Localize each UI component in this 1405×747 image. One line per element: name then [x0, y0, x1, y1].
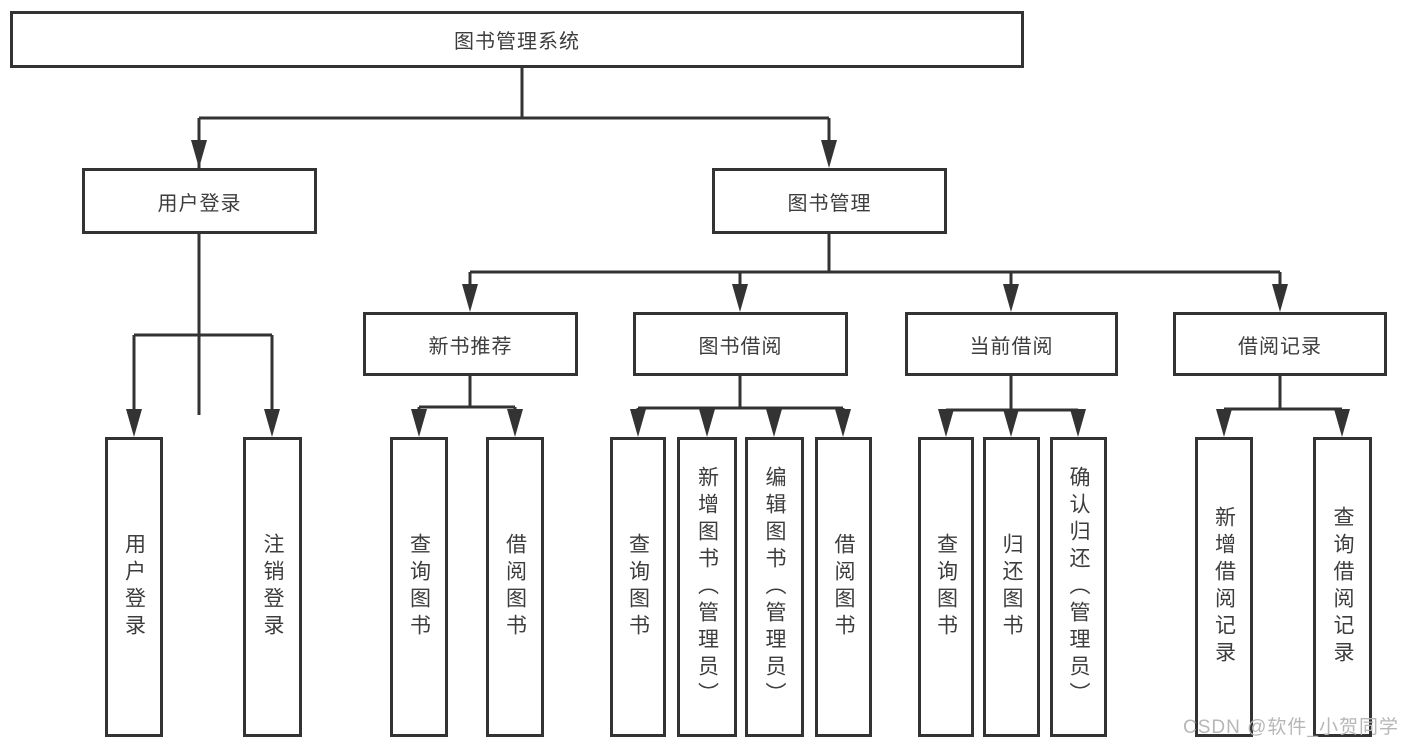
- node-book-management: 图书管理: [712, 168, 947, 234]
- leaf-query-borrow-record: 查询借阅记录: [1313, 437, 1372, 737]
- leaf-return-book: 归还图书: [983, 437, 1040, 737]
- node-book-borrow: 图书借阅: [633, 312, 848, 376]
- node-borrow-records: 借阅记录: [1173, 312, 1387, 376]
- leaf-user-login: 用户登录: [105, 437, 163, 737]
- connector-new-book-branch: [417, 376, 517, 415]
- leaf-add-book-admin: 新增图书（管理员）: [677, 437, 737, 737]
- leaf-query-books-recommend: 查询图书: [390, 437, 448, 737]
- leaf-borrow-books-recommend: 借阅图书: [486, 437, 544, 737]
- leaf-borrow-books: 借阅图书: [815, 437, 872, 737]
- node-new-book-recommend: 新书推荐: [363, 312, 578, 376]
- connector-book-mgmt-branch: [468, 234, 1282, 288]
- node-user-login: 用户登录: [82, 168, 317, 234]
- csdn-watermark: CSDN @软件_小贺同学: [1183, 717, 1399, 738]
- connector-root-to-level2: [197, 68, 831, 415]
- arrowheads: [126, 140, 1350, 437]
- leaf-query-books-current: 查询图书: [918, 437, 974, 737]
- connector-user-login-branch: [132, 234, 274, 413]
- leaf-logout: 注销登录: [243, 437, 302, 737]
- connector-book-borrow-branch: [636, 376, 845, 415]
- node-current-borrow: 当前借阅: [905, 312, 1118, 376]
- leaf-edit-book-admin: 编辑图书（管理员）: [745, 437, 804, 737]
- leaf-confirm-return-admin: 确认归还（管理员）: [1050, 437, 1107, 737]
- leaf-query-books-borrow: 查询图书: [610, 437, 666, 737]
- connector-records-branch: [1222, 376, 1344, 415]
- leaf-add-borrow-record: 新增借阅记录: [1195, 437, 1253, 737]
- node-root-system: 图书管理系统: [10, 11, 1024, 68]
